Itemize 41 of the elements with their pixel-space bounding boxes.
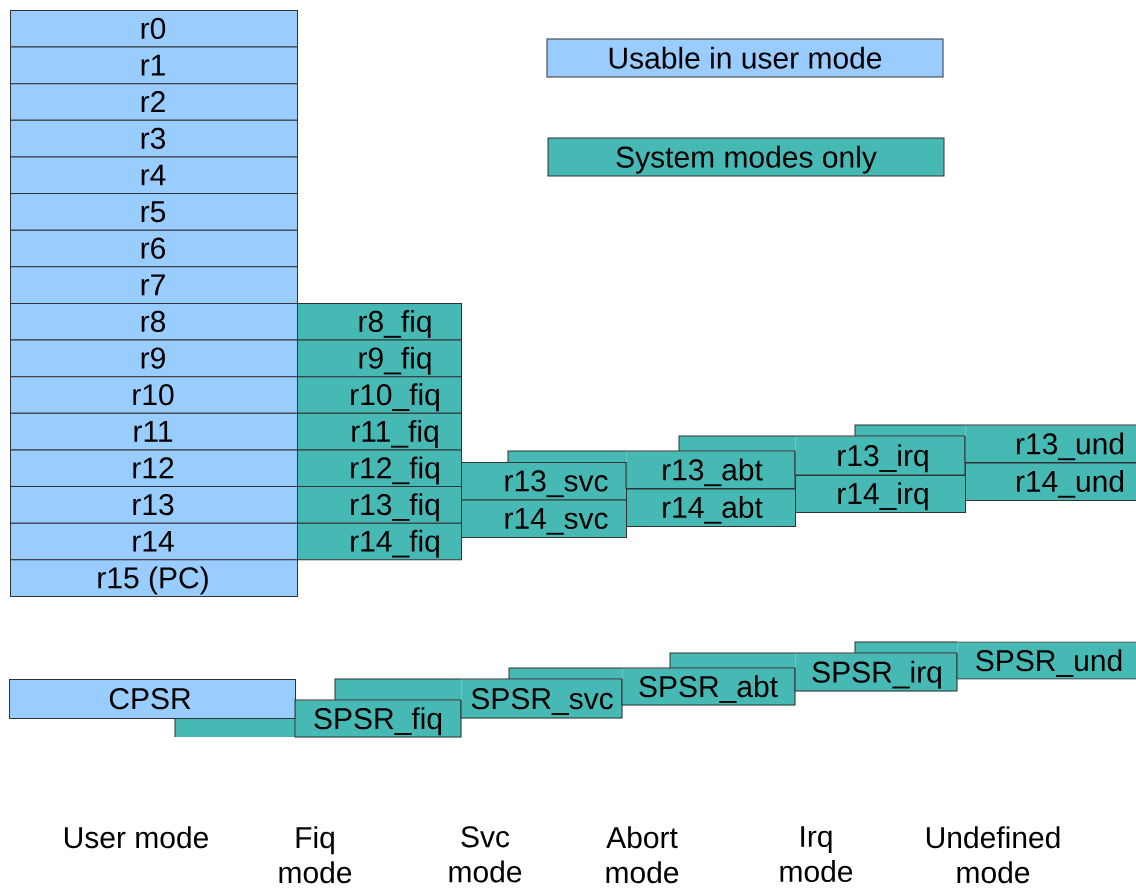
register-box: r14_fiq (297, 522, 462, 561)
mode-label: Abort mode (606, 826, 679, 884)
register-box: r14_abt (626, 488, 796, 527)
register-box: r10 (10, 376, 298, 414)
register-box: r12 (10, 449, 298, 488)
register-box: r13_fiq (297, 486, 462, 524)
register-box: r3 (10, 119, 298, 158)
register-box: r8_fiq (297, 303, 462, 341)
register-box: r14_und (965, 462, 1136, 501)
register-box: r1 (10, 46, 298, 85)
register-box: r8 (10, 303, 298, 341)
mode-label: Irq mode (780, 826, 853, 883)
register-box: r14 (10, 522, 298, 561)
register-box: r13 (10, 486, 298, 524)
node-label: r14_und (1016, 470, 1124, 498)
register-box: r11_fiq (297, 412, 462, 451)
register-box: r10_fiq (297, 376, 462, 414)
register-box: r12_fiq (297, 449, 462, 488)
mode-label: Fiq mode (279, 826, 352, 884)
register-box: r7 (10, 266, 298, 304)
register-box: r14_svc (461, 499, 627, 538)
register-box: r2 (10, 83, 298, 121)
legend-label: System modes only (616, 145, 877, 174)
register-box: r9 (10, 339, 298, 378)
mode-label: Svc mode (449, 826, 522, 883)
register-box: r13_und (964, 424, 1136, 463)
register-box: r6 (10, 229, 298, 268)
node-label: r13_abt (663, 458, 763, 487)
register-box: r14_irq (795, 475, 966, 513)
register-box: CPSR (9, 679, 296, 719)
register-box: r5 (10, 193, 298, 231)
register-box: r4 (10, 156, 298, 195)
mode-label: Undefined mode (926, 826, 1060, 884)
node-label: r13_und (1016, 432, 1124, 461)
legend-label: Usable in user mode (609, 46, 882, 69)
register-box: SPSR_und (956, 641, 1136, 680)
register-box: r0 (10, 10, 298, 48)
mode-label: User mode (64, 826, 208, 849)
register-box: r9_fiq (297, 339, 462, 378)
register-box: r11 (10, 412, 298, 451)
register-box: r15 (PC) (10, 559, 298, 597)
